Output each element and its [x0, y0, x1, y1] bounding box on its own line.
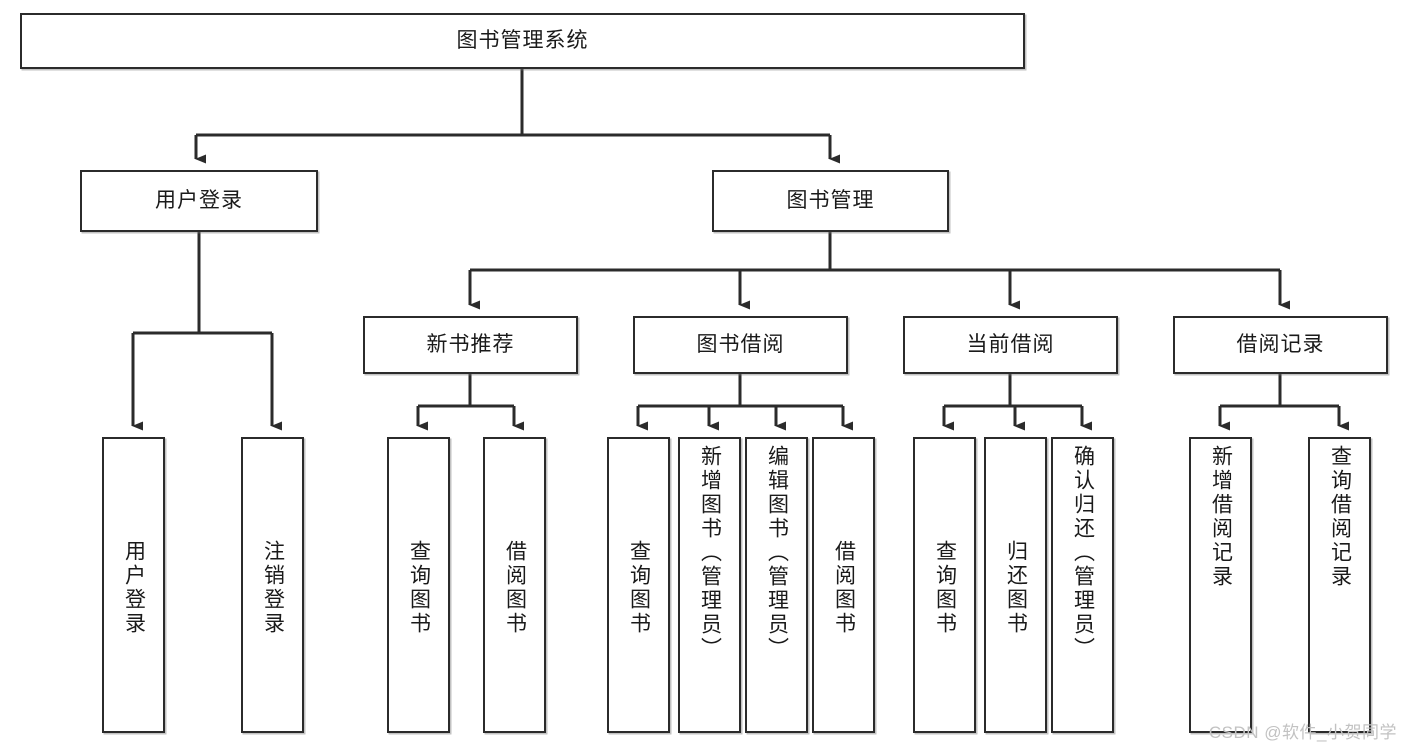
node-label: 借阅图书 [832, 540, 856, 636]
node-root[interactable]: 图书管理系统 [20, 13, 1025, 69]
node-label: 用户登录 [155, 189, 243, 213]
node-label: 编辑图书（管理员） [765, 445, 789, 661]
node-leaf-query-book-3[interactable]: 查询图书 [913, 437, 976, 733]
node-label: 图书管理 [786, 189, 875, 213]
node-book-borrow[interactable]: 图书借阅 [633, 316, 848, 374]
node-book-management[interactable]: 图书管理 [712, 170, 949, 232]
node-label: 新书推荐 [426, 333, 515, 357]
node-label: 查询借阅记录 [1328, 445, 1352, 589]
node-leaf-edit-book[interactable]: 编辑图书（管理员） [745, 437, 808, 733]
csdn-watermark: CSDN @软件_小贺同学 [1208, 723, 1397, 742]
node-label: 注销登录 [261, 540, 285, 636]
node-leaf-borrow-book-1[interactable]: 借阅图书 [483, 437, 546, 733]
node-label: 查询图书 [407, 540, 431, 636]
node-label: 图书借阅 [696, 333, 785, 357]
node-leaf-query-record[interactable]: 查询借阅记录 [1308, 437, 1371, 733]
node-label: 图书管理系统 [456, 29, 589, 53]
node-leaf-return-book[interactable]: 归还图书 [984, 437, 1047, 733]
node-new-book-recommend[interactable]: 新书推荐 [363, 316, 578, 374]
node-leaf-borrow-book-2[interactable]: 借阅图书 [812, 437, 875, 733]
node-label: 归还图书 [1004, 540, 1028, 636]
node-label: 确认归还（管理员） [1071, 445, 1095, 661]
node-label: 用户登录 [122, 540, 146, 636]
node-leaf-user-login[interactable]: 用户登录 [102, 437, 165, 733]
node-current-borrow[interactable]: 当前借阅 [903, 316, 1118, 374]
node-borrow-records[interactable]: 借阅记录 [1173, 316, 1388, 374]
node-leaf-query-book-1[interactable]: 查询图书 [387, 437, 450, 733]
node-label: 借阅图书 [503, 540, 527, 636]
node-label: 当前借阅 [966, 333, 1055, 357]
node-leaf-logout[interactable]: 注销登录 [241, 437, 304, 733]
node-leaf-confirm-return[interactable]: 确认归还（管理员） [1051, 437, 1114, 733]
node-leaf-query-book-2[interactable]: 查询图书 [607, 437, 670, 733]
node-label: 新增借阅记录 [1209, 445, 1233, 589]
node-label: 借阅记录 [1236, 333, 1325, 357]
node-user-login[interactable]: 用户登录 [80, 170, 318, 232]
node-leaf-add-book[interactable]: 新增图书（管理员） [678, 437, 741, 733]
node-label: 查询图书 [933, 540, 957, 636]
node-label: 查询图书 [627, 540, 651, 636]
node-label: 新增图书（管理员） [698, 445, 722, 661]
node-leaf-add-record[interactable]: 新增借阅记录 [1189, 437, 1252, 733]
